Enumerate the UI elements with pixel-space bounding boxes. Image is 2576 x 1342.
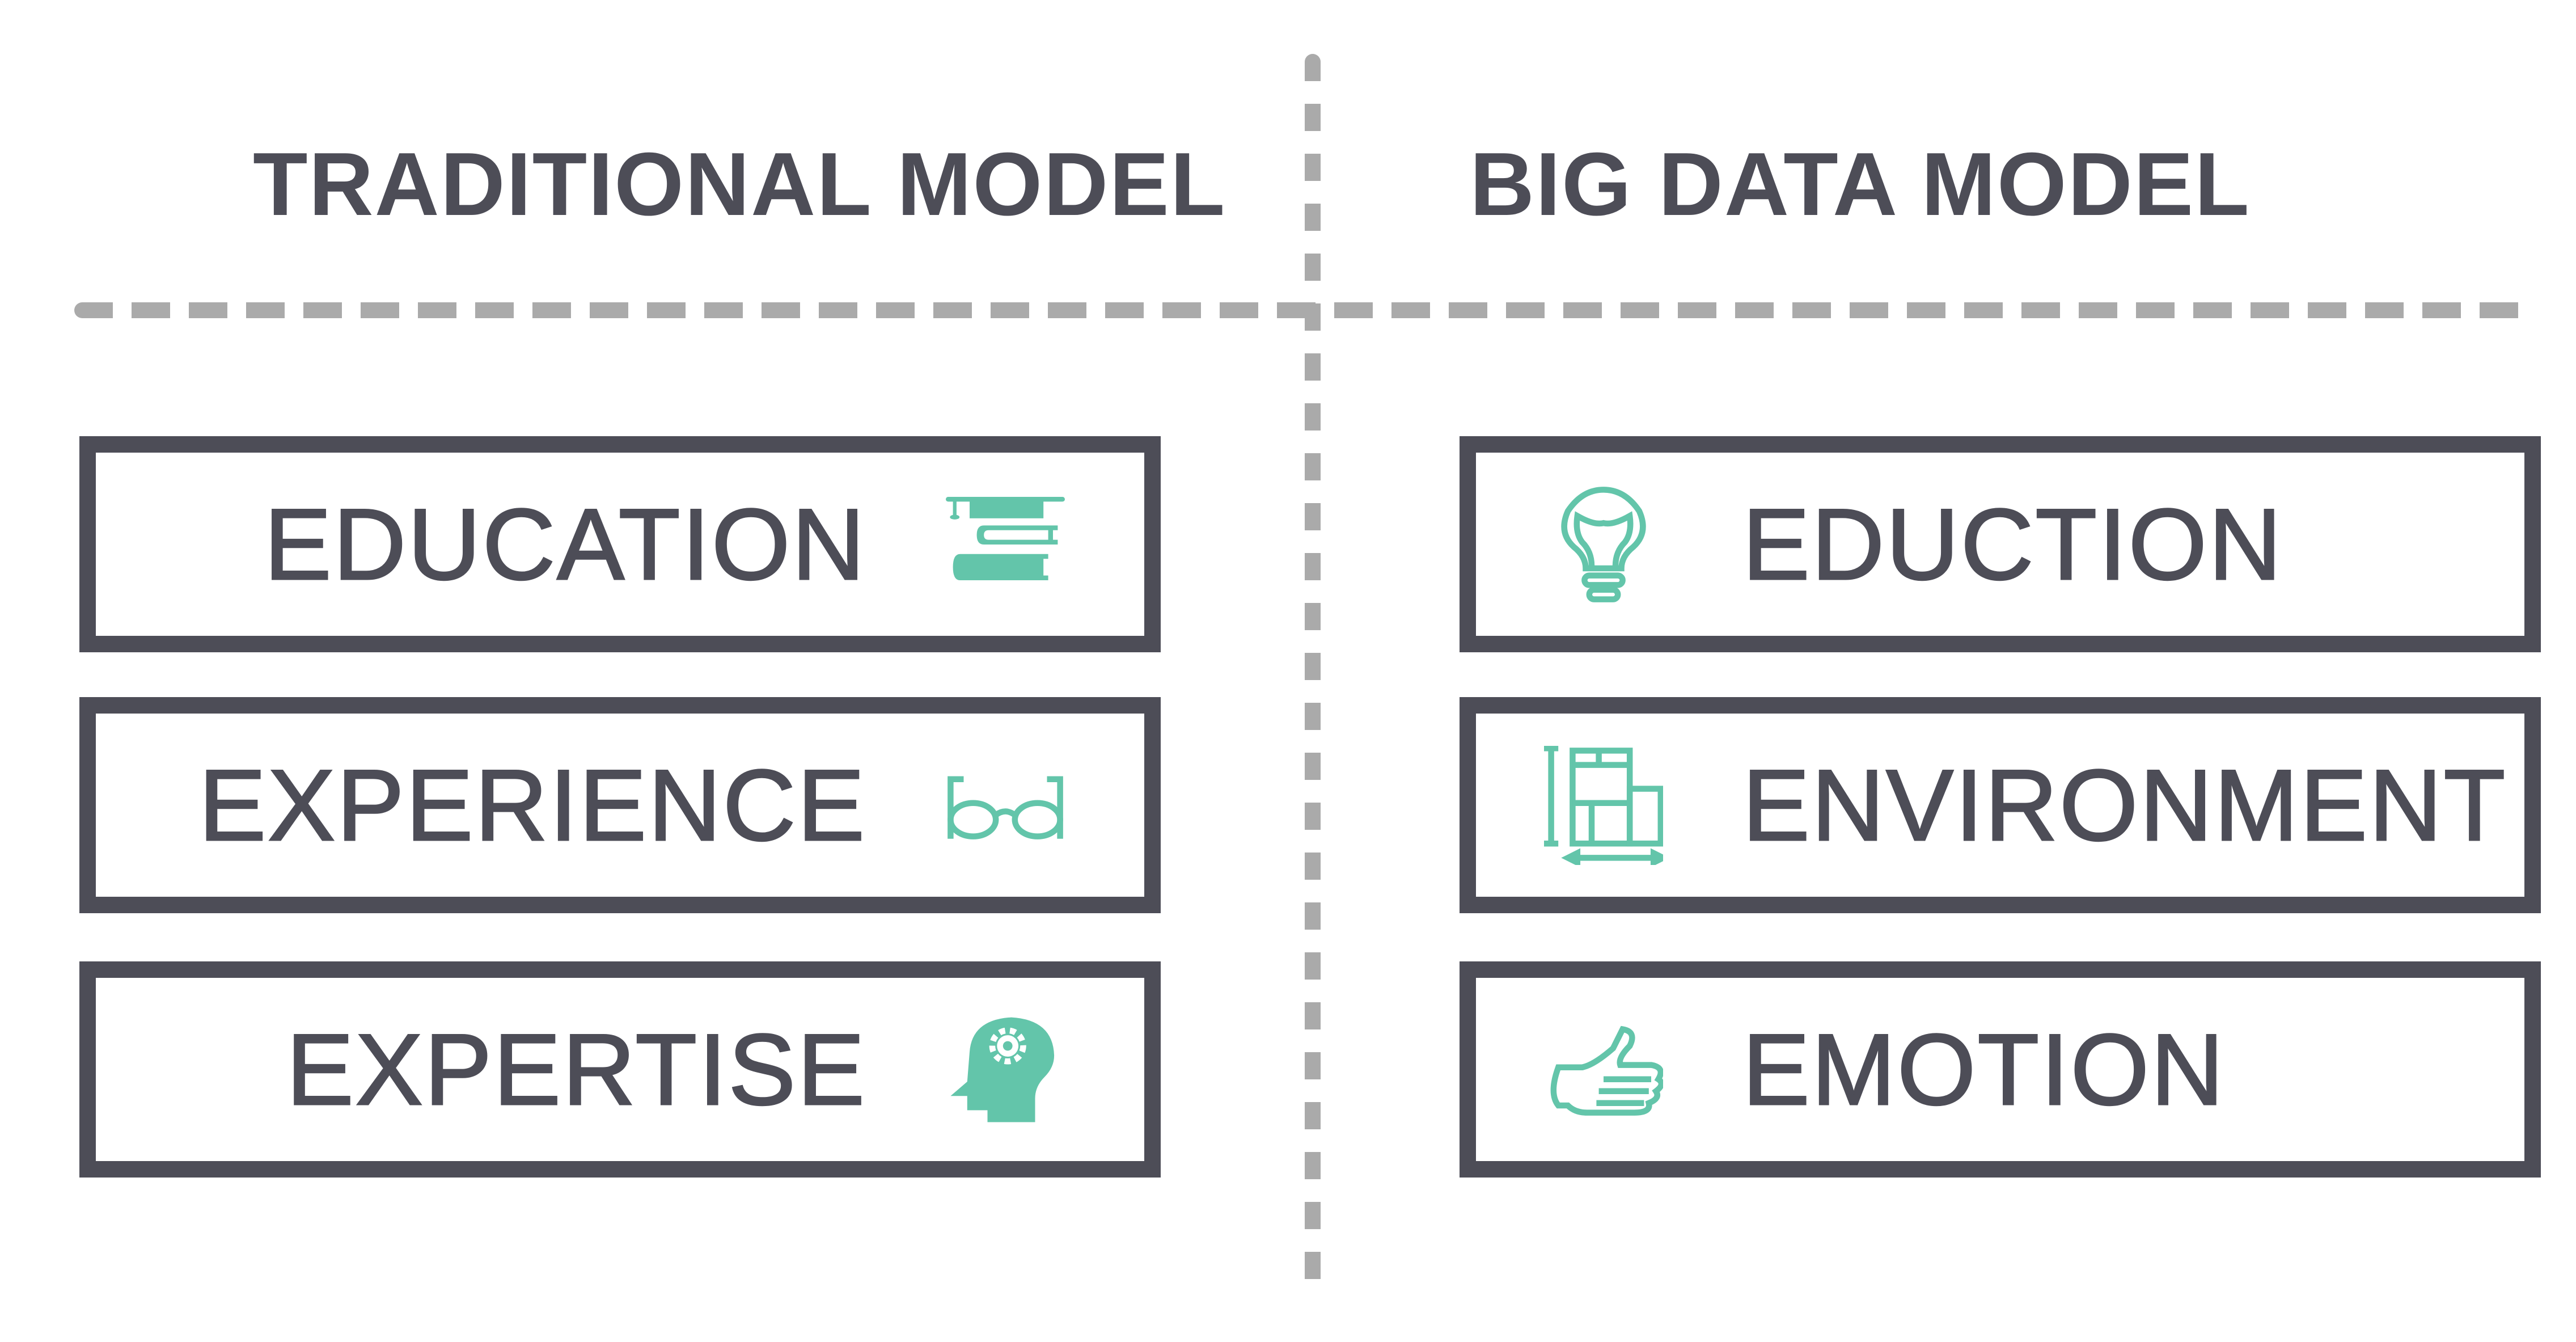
glasses-icon <box>948 776 1063 839</box>
experience-box: EXPERIENCE <box>79 697 1161 913</box>
books-graduation-cap-icon <box>946 496 1065 580</box>
floorplan-icon <box>1544 745 1663 865</box>
emotion-label: EMOTION <box>1742 1012 2226 1126</box>
education-label: EDUCATION <box>263 487 866 601</box>
big-data-model-title: BIG DATA MODEL <box>1470 134 2251 234</box>
expertise-box: EXPERTISE <box>79 961 1161 1178</box>
education-box: EDUCATION <box>79 436 1161 652</box>
horizontal-divider <box>74 302 2535 318</box>
lightbulb-icon <box>1561 486 1646 602</box>
environment-label: ENVIRONMENT <box>1741 748 2507 862</box>
eduction-label: EDUCTION <box>1742 487 2283 601</box>
environment-box: ENVIRONMENT <box>1460 697 2541 913</box>
thumbs-up-icon <box>1550 1026 1663 1116</box>
vertical-divider <box>1305 54 1321 1302</box>
eduction-box: EDUCTION <box>1460 436 2541 652</box>
traditional-model-title: TRADITIONAL MODEL <box>253 134 1226 234</box>
expertise-label: EXPERTISE <box>286 1012 866 1126</box>
emotion-box: EMOTION <box>1460 961 2541 1178</box>
experience-label: EXPERIENCE <box>198 748 866 862</box>
head-gear-icon <box>950 1017 1055 1122</box>
